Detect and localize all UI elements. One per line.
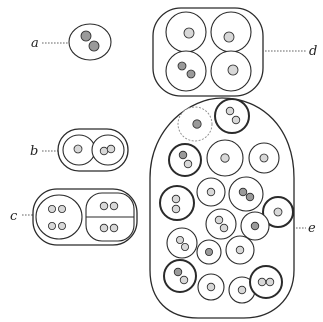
colony-cell [164,260,196,292]
label-e: e [308,221,316,236]
nucleus [207,188,215,196]
nucleus [205,248,212,255]
nucleus [221,154,229,162]
nucleus [110,202,118,210]
nucleus [236,246,244,254]
nucleus [226,107,234,115]
nucleus [100,224,108,232]
nucleus [258,278,266,286]
stage-a: a [31,24,111,60]
nucleus [181,243,188,250]
colony-cell [169,144,201,176]
label-d: d [309,44,317,59]
nucleus [220,224,228,232]
nucleus [224,32,234,42]
label-a: a [31,36,39,51]
nucleus [228,65,238,75]
nucleus [100,147,108,155]
nucleus [187,70,195,78]
cell-c-left [36,195,82,239]
nucleus [58,222,65,229]
nucleus [48,205,55,212]
nucleus [172,205,180,213]
nucleus [274,208,282,216]
stage-e: e [150,98,316,318]
nucleus [251,222,259,230]
nucleus [89,41,99,51]
nucleus [178,62,186,70]
nucleus [58,205,65,212]
nucleus [207,283,215,291]
nucleus [100,202,108,210]
nucleus [48,222,55,229]
stage-b: b [30,129,128,171]
nucleus [193,120,201,128]
colony-cell [215,99,249,133]
nucleus [172,195,180,203]
nucleus [184,28,194,38]
nucleus [266,278,274,286]
label-b: b [30,144,38,159]
cell-a [69,24,111,60]
nucleus [107,145,115,153]
nucleus [246,193,254,201]
stage-d: d [153,8,317,96]
nucleus [184,160,192,168]
stage-c: c [10,189,137,245]
nucleus [110,224,118,232]
nucleus [260,154,268,162]
nucleus [179,151,187,159]
label-c: c [10,209,18,224]
nucleus [239,188,247,196]
nucleus [74,145,82,153]
cell-d [166,51,206,91]
nucleus [81,31,91,41]
nucleus [215,216,223,224]
nucleus [232,116,240,124]
nucleus [174,268,182,276]
nucleus [180,276,188,284]
colony-cell [206,209,236,239]
nucleus [238,286,246,294]
nucleus [176,236,183,243]
